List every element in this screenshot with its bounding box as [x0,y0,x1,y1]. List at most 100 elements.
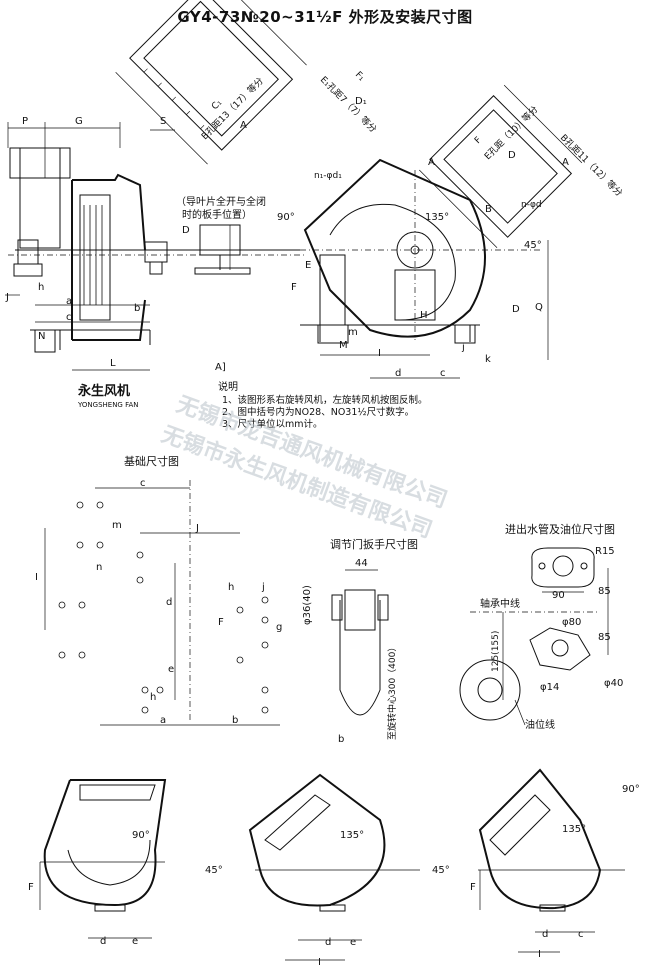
wo-oil-line: 油位线 [525,718,555,731]
fd-n: n [96,562,102,573]
wo-85b: 85 [598,632,611,643]
bv1-d: d [100,936,106,947]
note-3: 3、尺寸单位以mm计。 [222,418,323,430]
dim-M: M [339,340,348,351]
fd-d: d [166,597,172,608]
fd-F: F [218,617,224,628]
damper-title: 调节门扳手尺寸图 [330,537,418,551]
bv3-d: d [542,929,548,940]
foundation-title: 基础尺寸图 [124,454,179,468]
outlet-a: A [240,120,247,131]
fd-h: h [228,582,234,593]
bv3-135: 135° [562,824,586,835]
fd-g: g [276,622,282,633]
bv1-e: e [132,936,138,947]
wo-bearing-line: 轴承中线 [480,597,520,610]
bv3-I: I [538,949,541,960]
bv2-I: I [318,957,321,968]
dim-h-small: h [38,282,44,293]
note-1: 1、该图形系右旋转风机，左旋转风机按图反制。 [222,394,428,406]
outlet-f1: F₁ [353,70,367,84]
notes-heading: 说明 [218,380,238,393]
bv3-90: 90° [622,784,640,795]
dim-G: G [75,116,83,127]
inlet-n-phi: n-φd [521,200,542,210]
dim-F: F [291,282,297,293]
outlet-e-holes: E₁孔距7（7）等分 [318,74,379,135]
dim-D-right: D [512,304,520,315]
wo-r15: R15 [595,546,615,557]
angle-45-a: 45° [524,240,542,251]
water-oil-title: 进出水管及油位尺寸图 [505,522,615,536]
bv1-90: 90° [132,830,150,841]
outlet-b-holes: B孔距13（17）等分 [199,75,266,142]
logo-en: YONGSHENG FAN [77,401,139,409]
notes-block: 说明 1、该图形系右旋转风机，左旋转风机按图反制。 2、图中括号内为NO28、N… [218,380,428,430]
guide-vane-note-1: （导叶片全开与全闭 [176,195,266,208]
fd-m: m [112,520,122,531]
dim-S: S [160,116,166,127]
wo-phi14: φ14 [540,682,559,693]
fd-c: c [140,478,146,489]
inlet-a: A [562,157,569,168]
note-2: 2、图中括号内为NO28、NO31½尺寸数字。 [222,406,414,418]
dim-N: N [38,331,45,342]
guide-vane-note-2: 时的板手位置） [182,208,252,221]
outlet-n-phi: n₁-φd₁ [314,171,342,181]
dim-k: k [485,354,491,365]
wo-85a: 85 [598,586,611,597]
fd-I: I [35,572,38,583]
dim-I: I [378,348,381,359]
fd-a: a [160,715,166,726]
bottom-view-1: 90° 45° F d e [28,779,223,947]
bottom-view-2: 135° 45° d e I [248,773,450,968]
fd-e: e [168,664,174,675]
damper-44: 44 [355,558,368,569]
dim-A-volute: A [428,157,435,168]
outlet-c1: C₁ [210,98,224,112]
dim-B-volute: B [485,204,492,215]
dim-E: E [305,260,311,271]
fan-front-view: B孔距13（17）等分 C₁ E₁孔距7（7）等分 F₁ A D₁ n₁-φd₁… [115,0,625,379]
inlet-d: D [508,150,516,161]
foundation-drawing: 基础尺寸图 c J I m n d e h j F g h a b b [35,454,344,745]
wo-90: 90 [552,590,565,601]
foundation-caption: b [338,734,344,745]
dim-a: a [66,296,72,307]
fd-b: b [232,715,238,726]
fan-side-elevation: P G S （导叶片全开与全闭 时的板手位置） D [5,116,305,371]
outlet-d1: D₁ [355,96,367,107]
bottom-view-3: 90° 135° F d c I [470,768,640,960]
bv3-F: F [470,882,476,893]
wo-phi40: φ40 [604,678,623,689]
bv1-45: 45° [205,865,223,876]
dim-L: L [110,358,116,369]
bv1-F: F [28,882,34,893]
wo-phi80: φ80 [562,617,581,628]
bv2-135: 135° [340,830,364,841]
logo-cn: 永生风机 [77,383,130,399]
bv3-c: c [578,929,584,940]
dim-d: d [395,368,401,379]
fd-h2: h [150,692,156,703]
angle-90-a: 90° [277,212,295,223]
damper-phi36: φ36(40) [302,585,313,625]
dim-Q: Q [535,302,543,313]
fd-J: J [195,523,199,534]
bv2-45: 45° [432,865,450,876]
bv2-e: e [350,937,356,948]
figure-a-caption: A] [215,362,226,373]
bv2-d: d [325,937,331,948]
dim-m: m [348,327,358,338]
page-title: GY4-73№20~31½F 外形及安装尺寸图 [177,8,473,26]
damper-wrench-drawing: 调节门扳手尺寸图 44 φ36(40) 至旋转中心300（400） [302,537,418,740]
dim-P: P [22,116,28,127]
dim-H: H [420,310,428,321]
angle-135: 135° [425,212,449,223]
wo-125: 125(155) [491,631,501,672]
dim-J-small: J [5,292,9,303]
inlet-f: F [473,135,484,146]
dim-j: j [461,342,465,353]
dim-c-right: c [440,368,446,379]
